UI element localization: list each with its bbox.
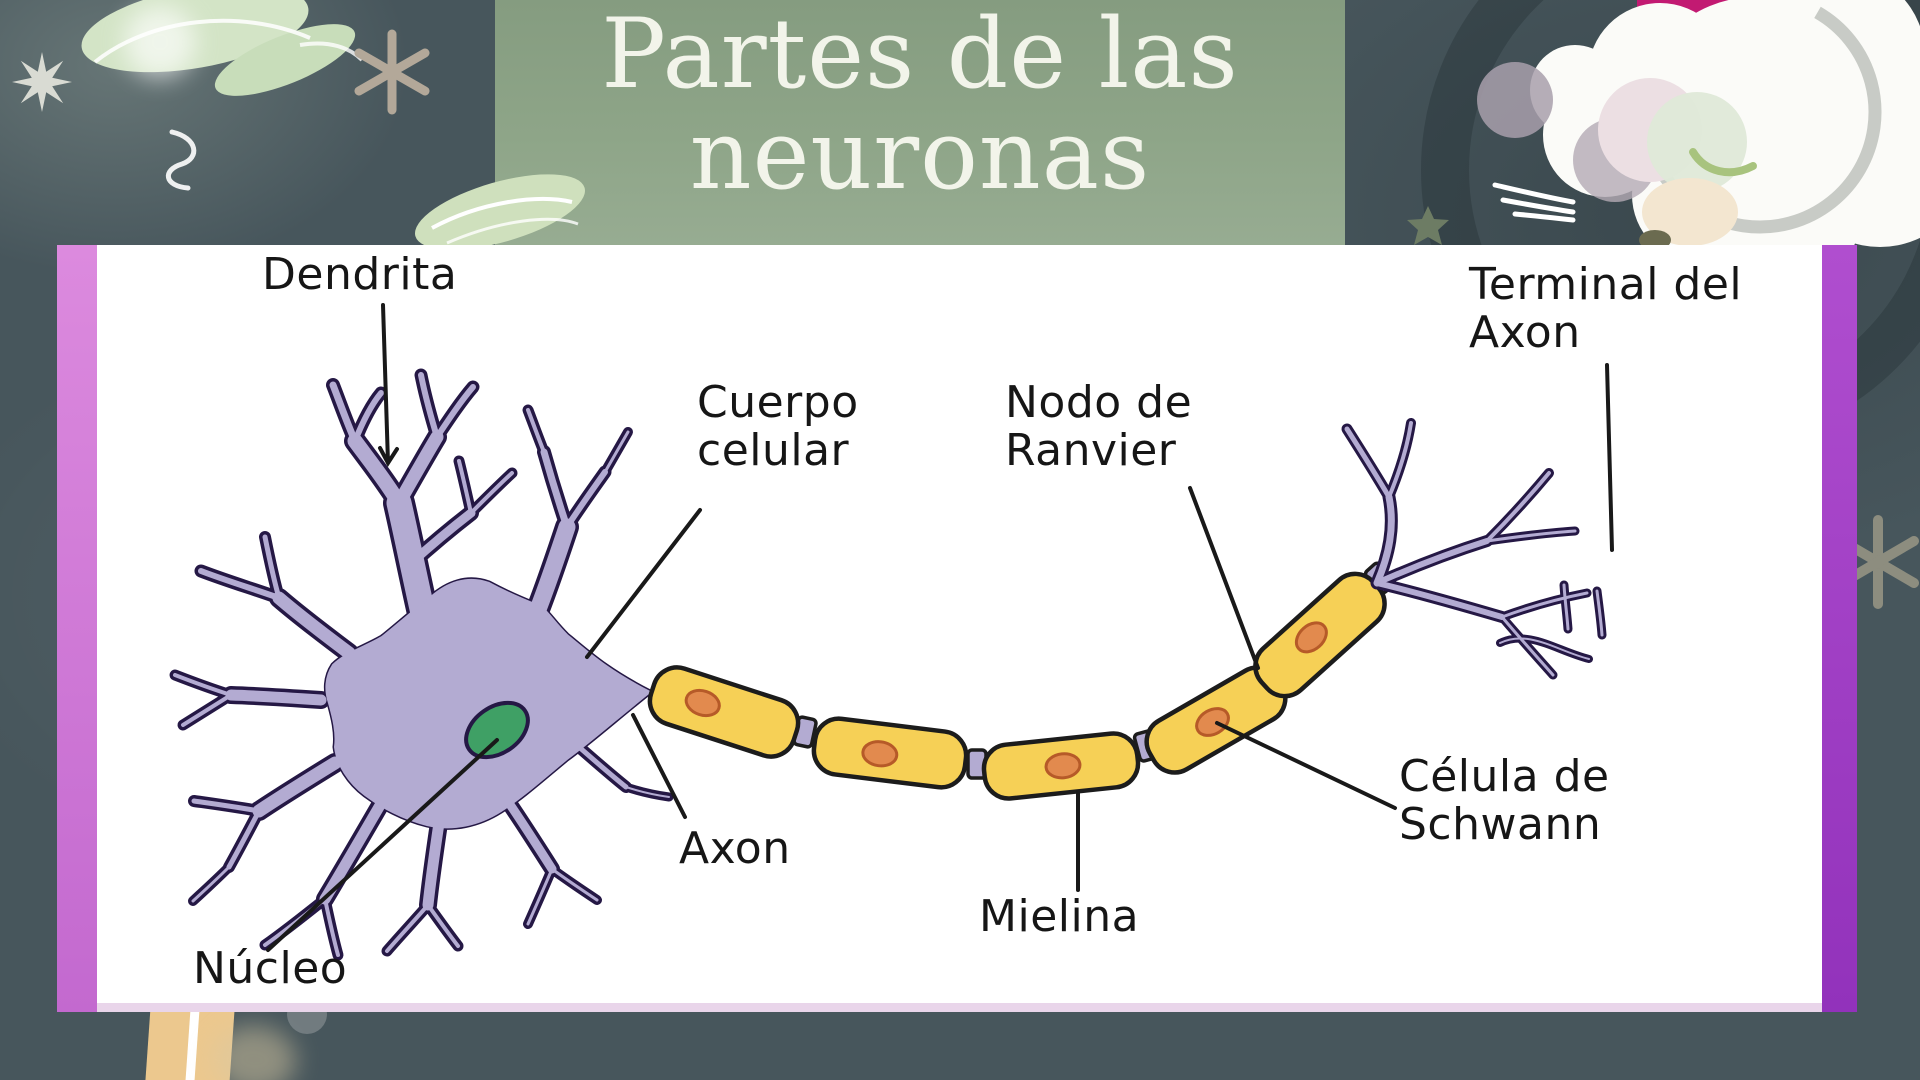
panel-border-right [1822,245,1857,1012]
neuron-diagram-panel: Dendrita Cuerpo celular Nodo de Ranvier … [57,245,1857,1012]
dendrites [173,372,670,957]
asterisk-icon [354,29,430,115]
pointer-dendrita [378,303,399,467]
label-nodo-ranvier: Nodo de Ranvier [1005,377,1193,476]
leaf-decoration-icon [81,0,364,96]
myelin-segment [981,731,1141,801]
schwann-nucleus [684,688,721,718]
label-axon: Axon [679,823,791,874]
pointer-nucleo [266,738,499,952]
myelin-sheath [647,571,1387,801]
axon-terminal [1344,421,1604,677]
label-dendrita: Dendrita [262,249,458,300]
myelin-segment [811,716,969,790]
label-nucleo: Núcleo [193,943,348,994]
title-line-2: neuronas [689,98,1151,211]
brain-cloud-icon [1477,0,1920,277]
schwann-nucleus [1195,707,1230,737]
magenta-ribbon [1637,0,1753,28]
title-line-1: Partes de las [601,0,1239,110]
nucleus [464,700,530,760]
pointer-axon [631,713,687,819]
neuron-illustration [169,303,1614,961]
header-panel: Partes de las neuronas [495,0,1345,247]
myelin-segment [647,665,801,759]
pointer-cuerpo-celular [585,508,702,659]
pointer-celula-schwann [1215,721,1397,810]
swirl-icon [166,129,197,191]
pointer-nodo-ranvier [1188,486,1260,670]
panel-border-left [57,245,97,1012]
label-mielina: Mielina [979,891,1140,942]
star-icon [12,52,72,112]
label-cuerpo-celular: Cuerpo celular [697,377,859,476]
olive-star-icon [1407,206,1449,245]
label-terminal-axon: Terminal del Axon [1469,259,1743,358]
pointer-lines [266,303,1614,952]
schwann-nucleus [1294,621,1328,654]
pointer-terminal-axon [1605,363,1614,552]
diagram-canvas: Dendrita Cuerpo celular Nodo de Ranvier … [97,245,1822,1003]
soma [325,578,651,829]
slide-title: Partes de las neuronas [495,4,1345,206]
label-celula-schwann: Célula de Schwann [1399,751,1610,850]
ribbon-decoration [145,1003,297,1080]
schwann-nucleus [1044,752,1082,780]
schwann-nucleus [861,740,899,768]
